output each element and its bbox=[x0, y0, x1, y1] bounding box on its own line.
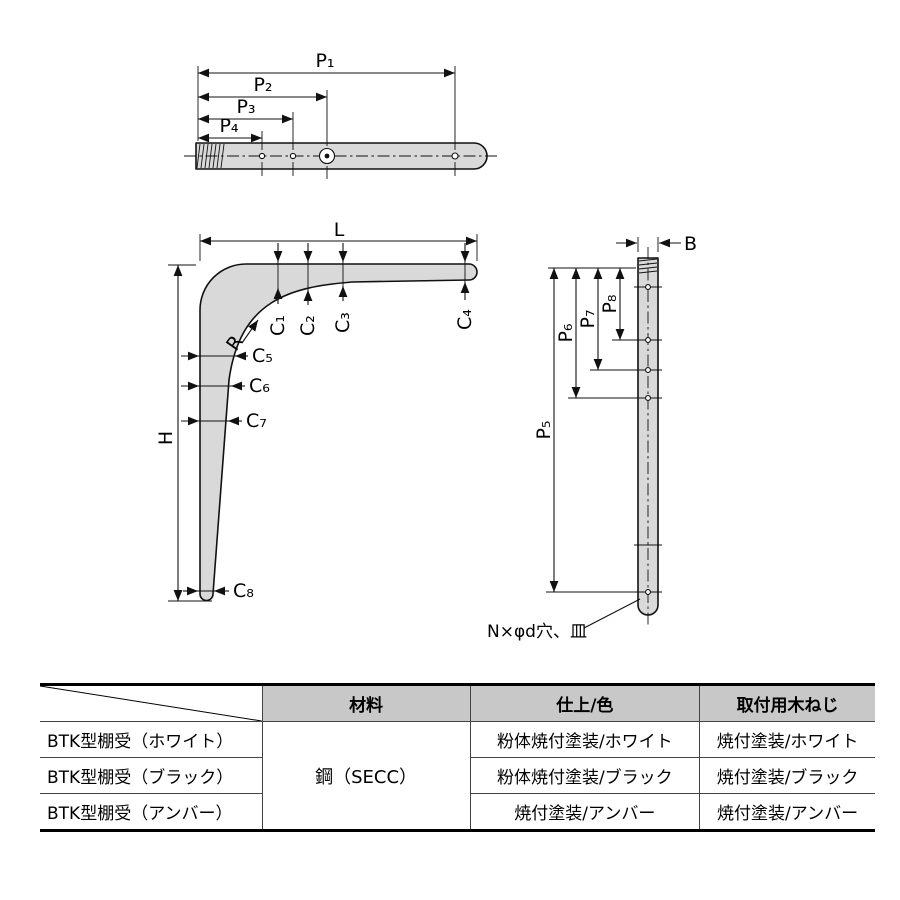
table-row: BTK型棚受（アンバー） 焼付塗装/アンバー 焼付塗装/アンバー bbox=[40, 793, 875, 831]
product-name: BTK型棚受（アンバー） bbox=[40, 793, 263, 831]
table-corner-cell bbox=[40, 684, 263, 722]
note-leader bbox=[583, 598, 641, 629]
finish-cell: 粉体焼付塗装/ブラック bbox=[469, 757, 701, 794]
dim-label-p4: P₄ bbox=[219, 115, 238, 137]
dim-label-p1: P₁ bbox=[315, 50, 334, 72]
spec-header-material: 材料 bbox=[261, 684, 471, 722]
p-extension-lines bbox=[546, 267, 636, 593]
finish-cell: 粉体焼付塗装/ホワイト bbox=[469, 721, 701, 758]
dim-label-p5: P₅ bbox=[533, 420, 555, 439]
hole bbox=[645, 284, 651, 290]
hole bbox=[289, 152, 297, 160]
dim-label-p6: P₆ bbox=[555, 323, 577, 342]
hole bbox=[451, 152, 459, 160]
technical-drawing: P₁ P₂ P₃ P₄ L H C₁ bbox=[155, 50, 697, 642]
dim-label-c2: C₂ bbox=[297, 315, 319, 336]
hole bbox=[645, 337, 651, 343]
hole bbox=[645, 589, 651, 595]
product-name: BTK型棚受（ブラック） bbox=[40, 757, 263, 794]
dim-label-h: H bbox=[155, 431, 177, 445]
leg-hole-ticks bbox=[194, 355, 239, 592]
dim-label-c5: C₅ bbox=[252, 345, 273, 367]
hole bbox=[645, 367, 651, 373]
dim-label-c7: C₇ bbox=[246, 410, 267, 432]
spec-header-row: 材料 仕上/色 取付用木ねじ bbox=[40, 684, 875, 722]
diagonal-line bbox=[40, 686, 262, 721]
dim-label-l: L bbox=[334, 219, 345, 241]
screw-cell: 焼付塗装/アンバー bbox=[699, 793, 875, 831]
arm-hole-ticks bbox=[277, 256, 466, 292]
table-row: BTK型棚受（ホワイト） 鋼（SECC） 粉体焼付塗装/ホワイト 焼付塗装/ホワ… bbox=[40, 721, 875, 831]
spec-table: 材料 仕上/色 取付用木ねじ BTK型棚受（ホワイト） 鋼（SECC） 粉体焼付… bbox=[40, 683, 875, 832]
hole bbox=[258, 152, 266, 160]
pivot-hole-center bbox=[324, 153, 330, 159]
dim-label-c4: C₄ bbox=[454, 309, 476, 330]
dim-label-b: B bbox=[684, 233, 697, 255]
finish-cell: 焼付塗装/アンバー bbox=[469, 793, 701, 831]
spec-header-screw: 取付用木ねじ bbox=[699, 684, 875, 722]
hole-ticks bbox=[261, 133, 456, 179]
bracket-outline bbox=[199, 263, 478, 602]
dim-label-c6: C₆ bbox=[249, 375, 270, 397]
screw-cell: 焼付塗装/ブラック bbox=[699, 757, 875, 794]
b-extension-lines bbox=[637, 237, 659, 252]
r-leader bbox=[241, 319, 259, 344]
dim-label-c1: C₁ bbox=[267, 315, 289, 336]
dim-label-p8: P₈ bbox=[599, 294, 621, 313]
screw-cell: 焼付塗装/ホワイト bbox=[699, 721, 875, 758]
product-name: BTK型棚受（ホワイト） bbox=[40, 721, 263, 758]
dim-label-c8: C₈ bbox=[233, 580, 254, 602]
side-view: B P₈ P₇ P₆ P₅ N×φd穴、皿 bbox=[487, 233, 697, 642]
front-view: L H C₁ C₂ C₃ C₄ R bbox=[155, 219, 478, 602]
dim-label-p2: P₂ bbox=[253, 74, 272, 96]
material-cell: 鋼（SECC） bbox=[261, 721, 471, 831]
hole bbox=[645, 395, 651, 401]
dim-label-c3: C₃ bbox=[332, 312, 354, 333]
spec-header-finish: 仕上/色 bbox=[469, 684, 701, 722]
top-view: P₁ P₂ P₃ P₄ bbox=[184, 50, 498, 179]
dim-label-p7: P₇ bbox=[577, 309, 599, 328]
extension-lines bbox=[197, 66, 456, 141]
hole-note: N×φd穴、皿 bbox=[487, 622, 587, 642]
dim-label-p3: P₃ bbox=[236, 96, 255, 118]
